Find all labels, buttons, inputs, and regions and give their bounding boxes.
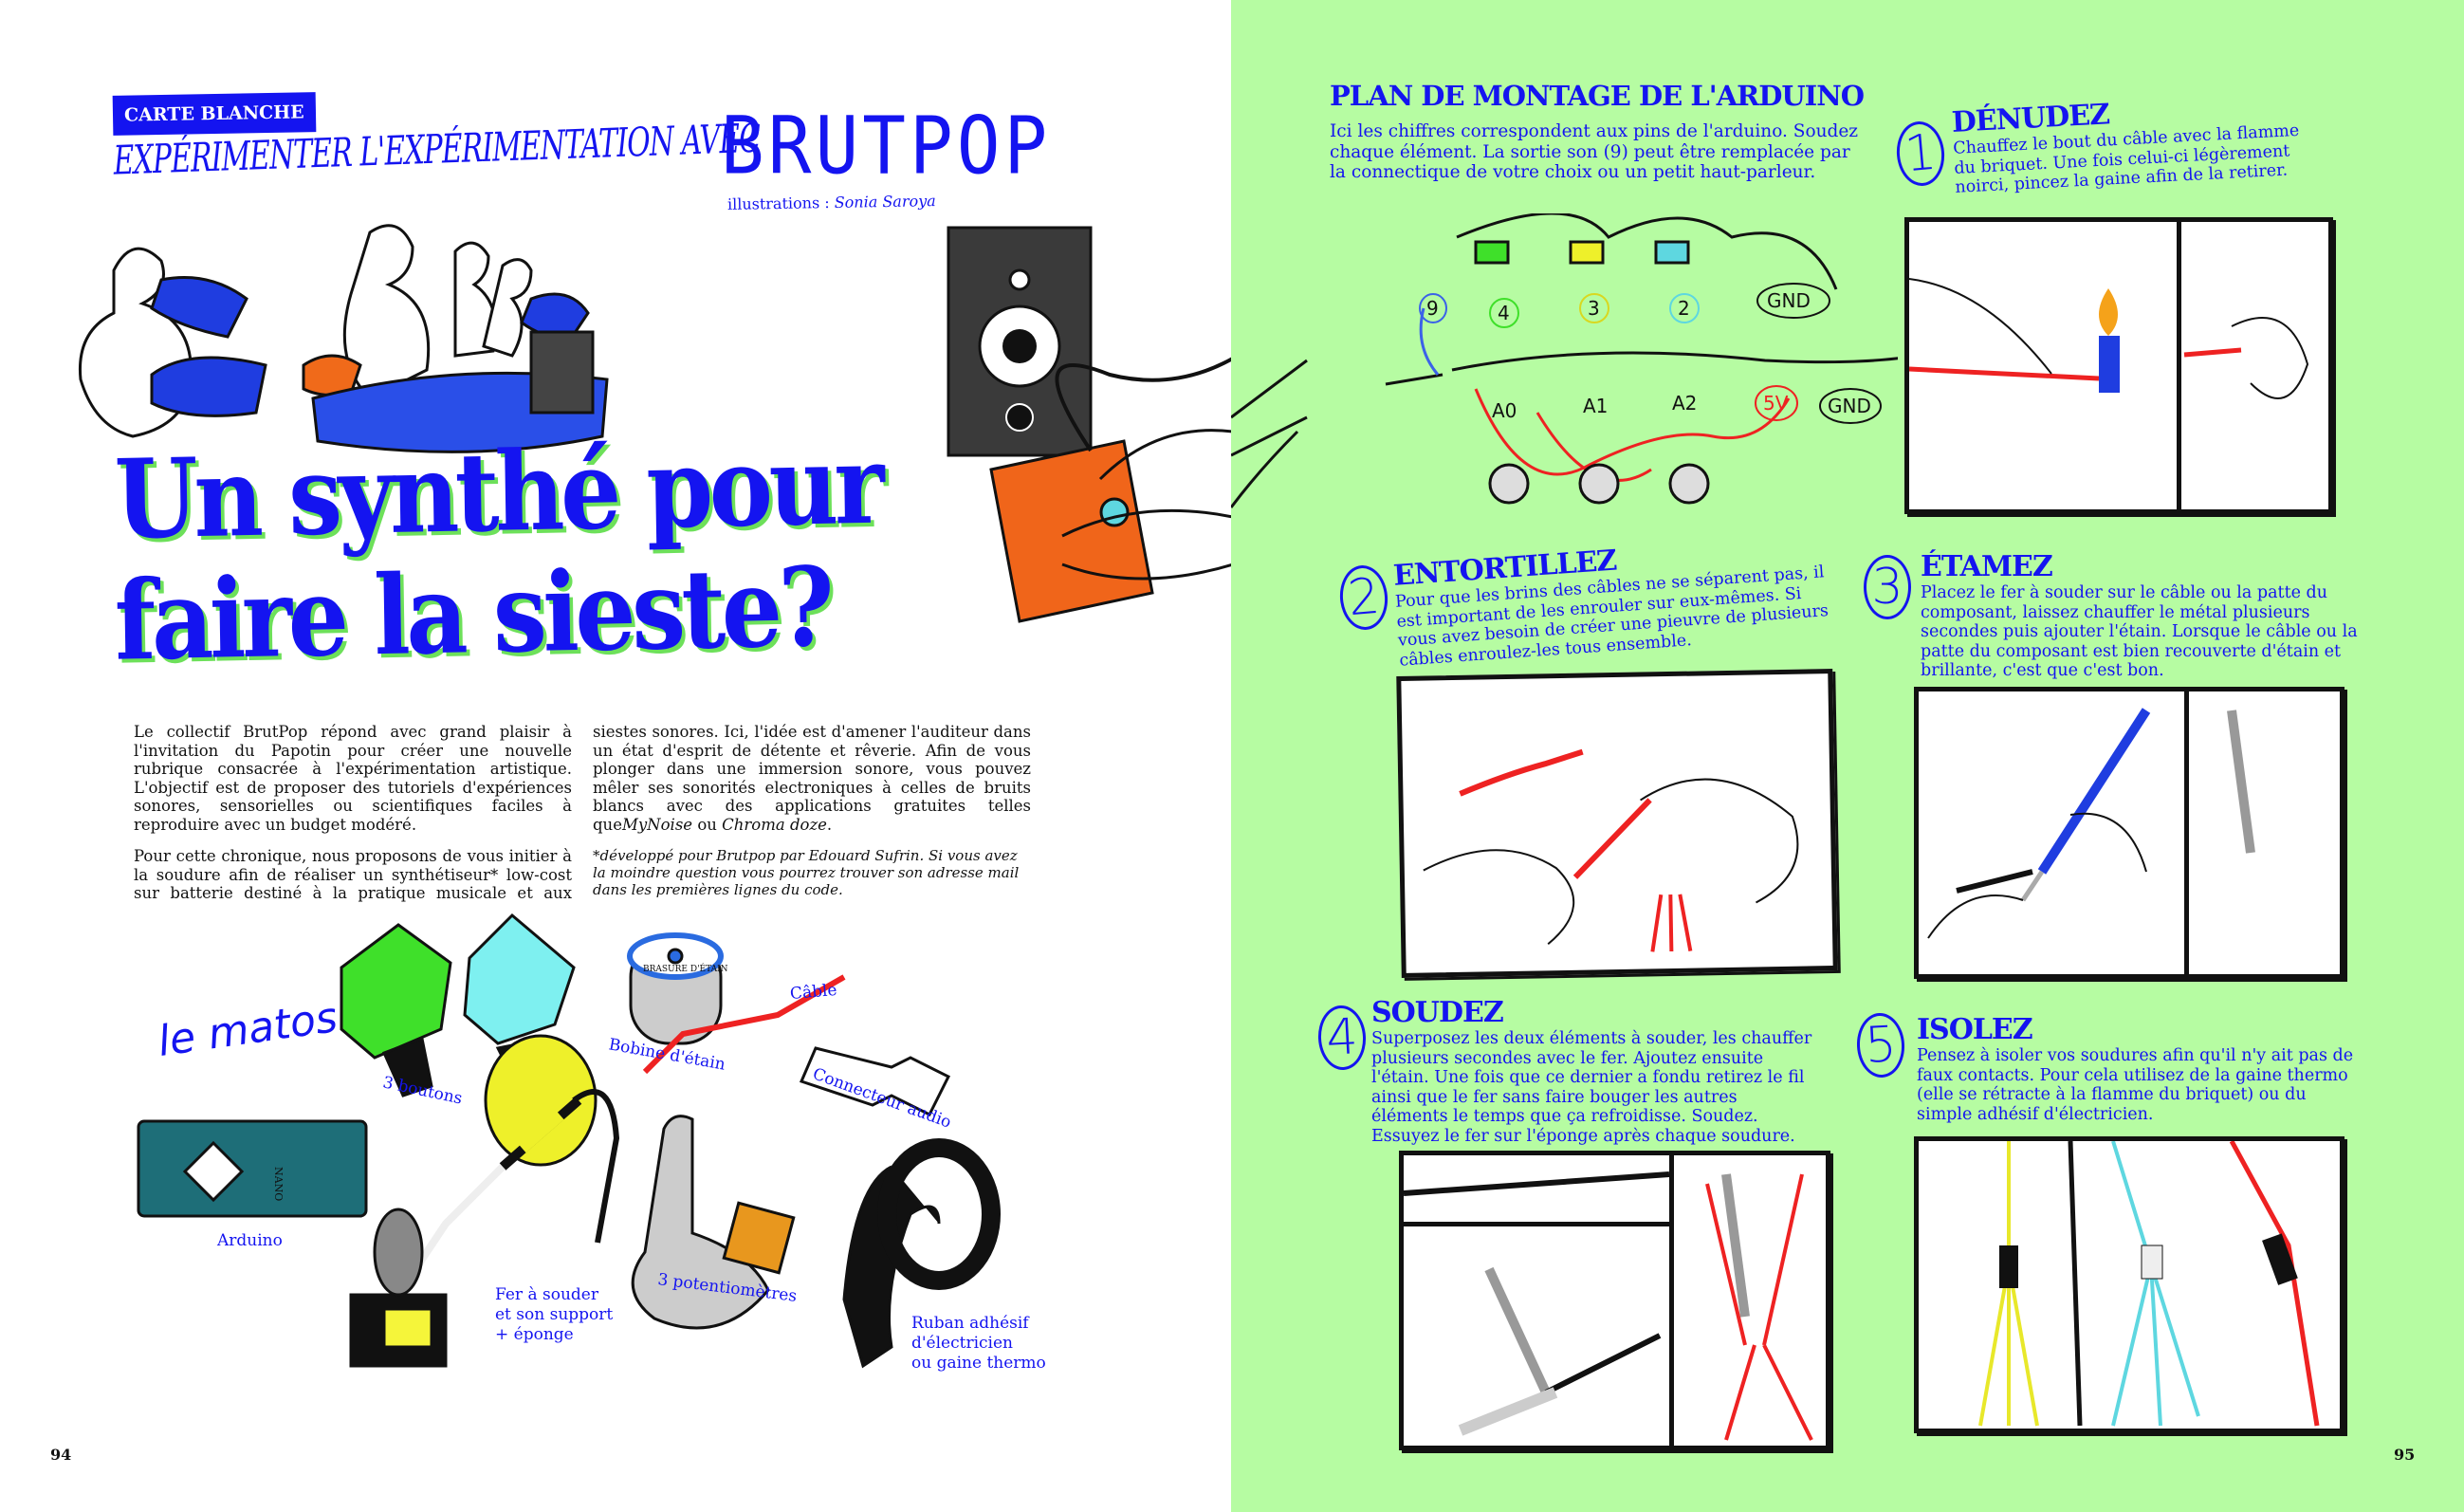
left-page: CARTE BLANCHE EXPÉRIMENTER L'EXPÉRIMENTA… (0, 0, 1233, 1512)
spool-print: BRASURE D'ÉTAIN (643, 963, 728, 974)
page-number-right: 95 (2394, 1446, 2416, 1464)
brand-logo: BRUTPOP (721, 99, 1052, 193)
app-chroma-doze: Chroma doze (722, 815, 827, 834)
plan-text: Ici les chiffres correspondent aux pins … (1330, 121, 1859, 182)
step-1-illustration (1904, 217, 2333, 514)
step-4-illustration (1399, 1151, 1830, 1450)
gnd-top: GND (1767, 289, 1811, 312)
step-2-illustration (1396, 669, 1838, 978)
hand-line-art (1231, 359, 1308, 508)
pin-a2: A2 (1672, 392, 1697, 415)
chronicle-paragraph: Pour cette chronique, nous proposons de … (134, 723, 1031, 902)
pin-a1: A1 (1583, 395, 1608, 417)
step-1: DÉNUDEZ Chauffez le bout du câble avec l… (1951, 98, 2300, 197)
step-5-illustration (1914, 1136, 2344, 1433)
section-badge: CARTE BLANCHE (112, 92, 316, 136)
intro-paragraph: Le collectif BrutPop répond avec grand p… (134, 723, 572, 834)
siesta-illustration (78, 224, 1233, 623)
label-tape: Ruban adhésif d'électricien ou gaine the… (911, 1314, 1046, 1373)
step-3-illustration (1914, 687, 2344, 979)
pin-a0: A0 (1492, 399, 1517, 422)
pin-9: 9 (1426, 297, 1439, 320)
arduino-print: NANO (272, 1167, 285, 1201)
wiring-diagram: 9 4 3 2 GND A0 A1 A2 5V GND (1385, 213, 1898, 505)
step-3: ÉTAMEZ Placez le fer à souder sur le câb… (1921, 550, 2358, 680)
body-text: Le collectif BrutPop répond avec grand p… (134, 723, 1031, 907)
step-4: SOUDEZ Superposez les deux éléments à so… (1371, 996, 1812, 1146)
gnd-bottom: GND (1828, 395, 1871, 417)
title-line-1: Un synthé pour (113, 421, 882, 564)
credit: illustrations : Sonia Saroya (726, 192, 936, 213)
footnote: *développé pour Brutpop par Edouard Sufr… (593, 847, 1020, 898)
label-arduino: Arduino (217, 1231, 283, 1250)
label-soldering-iron: Fer à souder et son support + éponge (495, 1285, 614, 1344)
page-number: 94 (50, 1446, 72, 1464)
step-5: ISOLEZ Pensez à isoler vos soudures afin… (1917, 1013, 2354, 1124)
pin-4: 4 (1498, 302, 1510, 324)
pin-5v: 5V (1763, 392, 1789, 415)
plan-title: PLAN DE MONTAGE DE L'ARDUINO (1330, 80, 1865, 112)
app-mynoise: MyNoise (621, 815, 693, 834)
step-3-number: 3 (1864, 555, 1911, 619)
label-cable: Câble (789, 980, 838, 1005)
title-line-2: faire la sieste? (113, 544, 832, 686)
pin-3: 3 (1588, 297, 1600, 320)
pin-2: 2 (1678, 297, 1690, 320)
materials-illustration: NANO BRASURE D'ÉTAIN (137, 913, 1001, 1369)
